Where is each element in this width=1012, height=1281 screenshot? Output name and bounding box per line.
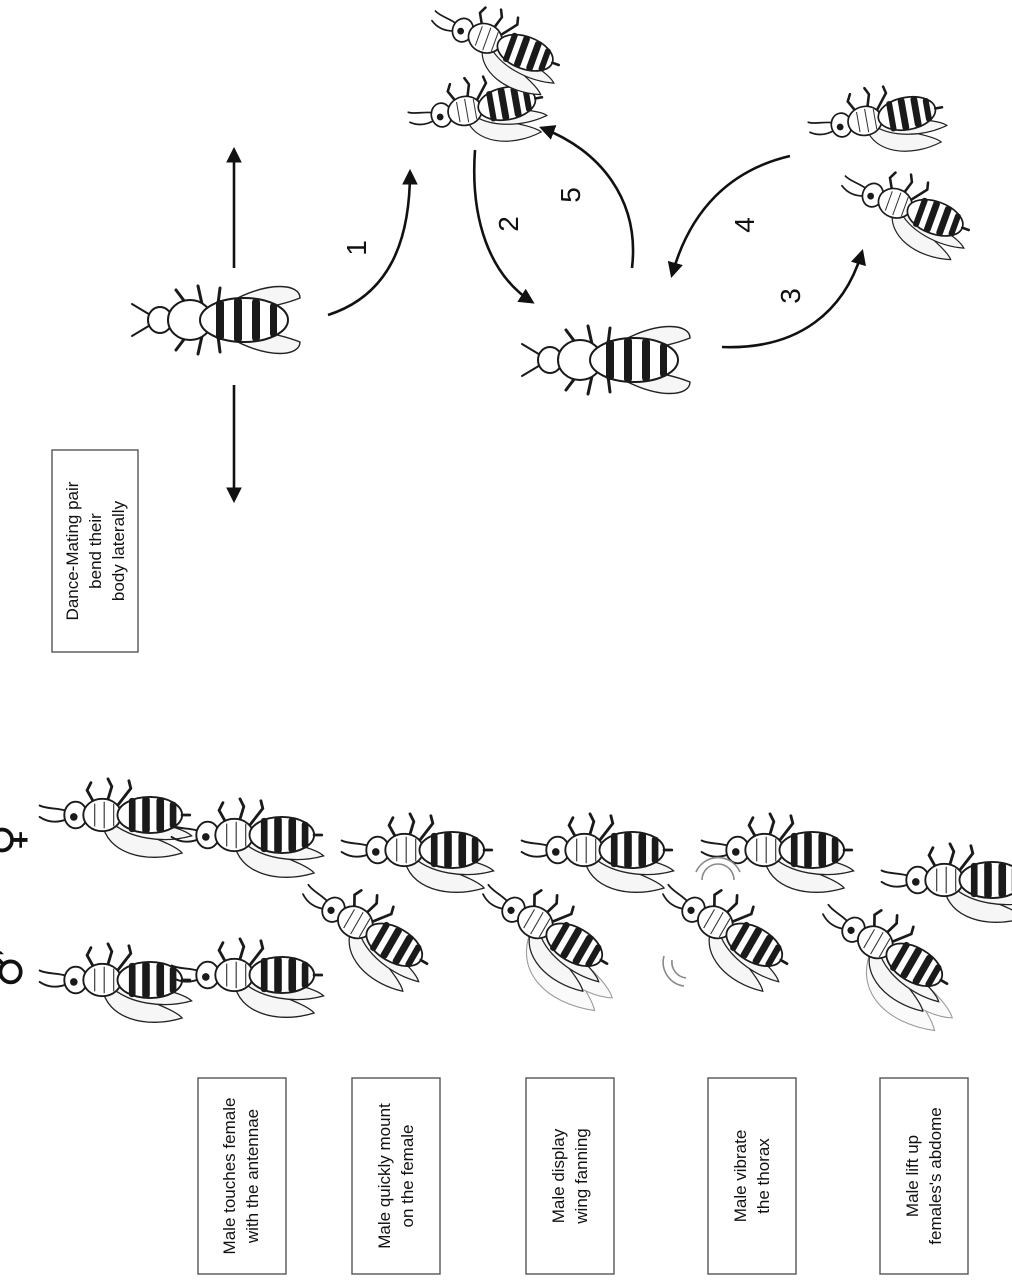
dance-box-line3: body laterally bbox=[109, 500, 128, 601]
behavior-label-2: Male quickly mount on the female bbox=[352, 1078, 440, 1274]
behavior-label-2-line1: Male quickly mount bbox=[375, 1103, 394, 1249]
bee-icon bbox=[40, 944, 192, 1022]
step-number-5: 5 bbox=[555, 187, 586, 203]
dance-box-line1: Dance-Mating pair bbox=[63, 481, 82, 620]
bee-icon bbox=[40, 779, 192, 857]
behavior-label-3-line1: Male display bbox=[549, 1128, 568, 1223]
behavior-label-5-line1: Male lift up bbox=[903, 1135, 922, 1217]
bee-icon bbox=[342, 814, 494, 892]
bee-icon bbox=[830, 154, 982, 266]
behavior-label-5: Male lift up females's abdome bbox=[880, 1078, 968, 1274]
bee-icon bbox=[702, 814, 854, 892]
male-symbol: ♂ bbox=[0, 948, 33, 987]
bee-pair-wing-fanning bbox=[456, 814, 673, 1022]
behavior-label-4: Male vibrate the thorax bbox=[708, 1078, 796, 1274]
dance-pair-dorsal bbox=[132, 286, 300, 354]
bee-pair-vibrating bbox=[644, 814, 854, 999]
behavior-label-3-line2: wing fanning bbox=[572, 1128, 591, 1224]
mating-pair-dorsal bbox=[522, 326, 690, 394]
bee-icon bbox=[172, 799, 324, 877]
step-number-3: 3 bbox=[775, 288, 806, 304]
behavior-label-4-line1: Male vibrate bbox=[731, 1130, 750, 1223]
dance-mating-box: Dance-Mating pair bend their body latera… bbox=[52, 450, 138, 652]
bee-pair-mounting bbox=[284, 814, 494, 999]
behavior-label-1: Male touches female with the antennae bbox=[198, 1078, 286, 1274]
bee-pair-separate bbox=[40, 779, 192, 1022]
dance-box-line2: bend their bbox=[86, 513, 105, 589]
bee-icon bbox=[804, 75, 950, 168]
bee-icon bbox=[420, 0, 572, 101]
cycle-arrows bbox=[328, 128, 862, 347]
behavior-label-1-line1: Male touches female bbox=[220, 1098, 239, 1255]
behavior-label-5-line2: females's abdome bbox=[926, 1107, 945, 1244]
behavior-label-1-line2: with the antennae bbox=[243, 1109, 262, 1244]
bee-icon bbox=[522, 814, 674, 892]
step-number-2: 2 bbox=[493, 216, 524, 232]
step-number-4: 4 bbox=[729, 217, 760, 233]
bee-icon bbox=[882, 844, 1012, 922]
mating-pair-bent-right bbox=[804, 75, 981, 266]
behavior-label-3: Male display wing fanning bbox=[526, 1078, 614, 1274]
female-symbol: ♀ bbox=[0, 824, 33, 856]
bee-icon bbox=[172, 939, 324, 1017]
behavior-label-2-line2: on the female bbox=[398, 1124, 417, 1227]
behavior-label-4-line2: the thorax bbox=[754, 1138, 773, 1214]
step-number-1: 1 bbox=[341, 240, 372, 256]
bee-pair-antenna-touch bbox=[172, 799, 324, 1017]
mating-pair-bent-top bbox=[404, 0, 571, 158]
